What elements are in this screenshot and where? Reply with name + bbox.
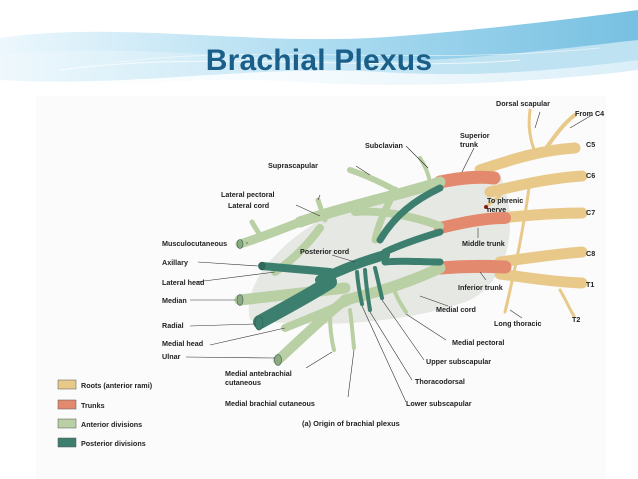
dorsal-scapular-nerve	[527, 108, 537, 154]
leader-lines	[185, 111, 593, 403]
axillary-nerve	[258, 262, 334, 276]
suprascapular-nerve	[347, 167, 398, 193]
median-end	[236, 294, 244, 306]
title-banner	[0, 10, 638, 91]
ulnar-nerve	[273, 295, 350, 365]
lower-subscapular-nerve	[355, 270, 364, 306]
legend-label-trunks: Trunks	[81, 401, 105, 410]
anterior-divisions	[234, 156, 446, 365]
legend-swatch-posterior	[57, 437, 77, 448]
anterior-middle	[351, 207, 444, 230]
middle-trunk	[434, 212, 511, 234]
legend-label-anterior: Anterior divisions	[81, 420, 142, 429]
label-suprascapular: Suprascapular	[268, 161, 318, 170]
label-median: Median	[162, 296, 187, 305]
label-medial-pectoral: Medial pectoral	[452, 338, 504, 347]
label-superior-trunk: trunk	[460, 140, 478, 149]
inferior-trunk	[433, 259, 512, 275]
root-t2	[558, 288, 576, 318]
diagram-labels: Dorsal scapular From C4 C5 C6 C7 C8 T1 T…	[162, 99, 604, 428]
label-c7: C7	[586, 208, 595, 217]
label-dorsal-scapular: Dorsal scapular	[496, 99, 550, 108]
label-to-phrenic: To phrenic	[487, 196, 523, 205]
label-c8: C8	[586, 249, 595, 258]
ulnar-end	[274, 354, 282, 366]
long-thoracic-nerve	[503, 178, 532, 314]
label-musculocutaneous: Musculocutaneous	[162, 239, 227, 248]
root-from-c4	[543, 113, 577, 152]
label-superior: Superior	[460, 131, 490, 140]
posterior-inferior	[381, 257, 444, 266]
root-c6	[484, 170, 588, 198]
musculocutaneous-end	[236, 239, 244, 249]
label-axillary: Axillary	[162, 258, 188, 267]
label-long-thoracic: Long thoracic	[494, 319, 542, 328]
radial-nerve	[253, 275, 337, 329]
legend-swatch-anterior	[57, 418, 77, 429]
legend-swatch-roots	[57, 379, 77, 390]
label-from-c4: From C4	[575, 109, 604, 118]
radial-end	[254, 315, 264, 331]
musculocutaneous-branch	[249, 219, 265, 241]
subclavian-nerve	[418, 156, 432, 184]
label-medial-antebrachial: Medial antebrachial	[225, 369, 292, 378]
posterior-superior	[376, 184, 444, 244]
upper-subscapular-nerve	[373, 266, 384, 300]
musculocutaneous-nerve	[235, 217, 305, 249]
superior-trunk-anterior	[371, 186, 399, 244]
posterior-middle	[381, 228, 444, 256]
legend: Roots (anterior rami) Trunks Anterior di…	[57, 379, 153, 448]
root-c8	[494, 246, 588, 268]
label-medial-antebrachial-cutaneous: cutaneous	[225, 378, 261, 387]
axillary-end	[258, 261, 266, 271]
label-lateral-head: Lateral head	[162, 278, 204, 287]
label-medial-head: Medial head	[162, 339, 203, 348]
label-subclavian: Subclavian	[365, 141, 403, 150]
label-c5: C5	[586, 140, 595, 149]
nerve-cut-ends	[236, 239, 282, 366]
root-t1	[494, 268, 588, 289]
superior-trunk	[433, 170, 501, 189]
lateral-pectoral-nerve	[315, 197, 328, 223]
label-phrenic-nerve: nerve	[487, 205, 506, 214]
root-c7	[494, 207, 588, 224]
label-posterior-cord: Posterior cord	[300, 247, 349, 256]
figure-caption: (a) Origin of brachial plexus	[302, 419, 400, 428]
label-lateral-cord: Lateral cord	[228, 201, 269, 210]
label-thoracodorsal: Thoracodorsal	[415, 377, 465, 386]
lateral-cord	[294, 176, 446, 228]
label-c6: C6	[586, 171, 595, 180]
label-lateral-pectoral: Lateral pectoral	[221, 190, 275, 199]
legend-swatch-trunks	[57, 399, 77, 410]
legend-label-posterior: Posterior divisions	[81, 439, 146, 448]
label-t1: T1	[586, 280, 594, 289]
median-nerve	[234, 282, 351, 306]
medial-brachial-nerve	[348, 308, 356, 350]
root-c5	[474, 142, 581, 176]
label-middle-trunk: Middle trunk	[462, 239, 505, 248]
label-lower-subscapular: Lower subscapular	[406, 399, 472, 408]
medial-pectoral-nerve	[393, 290, 408, 314]
label-radial: Radial	[162, 321, 184, 330]
medial-antebrachial-nerve	[328, 313, 336, 352]
label-ulnar: Ulnar	[162, 352, 181, 361]
label-upper-subscapular: Upper subscapular	[426, 357, 491, 366]
slide-title: Brachial Plexus	[205, 44, 433, 77]
label-medial-brachial-cutaneous: Medial brachial cutaneous	[225, 399, 315, 408]
label-inferior-trunk: Inferior trunk	[458, 283, 503, 292]
thoracodorsal-nerve	[363, 268, 372, 312]
posterior-divisions	[253, 184, 444, 329]
legend-label-roots: Roots (anterior rami)	[81, 381, 153, 390]
medial-head	[281, 292, 364, 332]
label-t2: T2	[572, 315, 580, 324]
label-medial-cord: Medial cord	[436, 305, 476, 314]
